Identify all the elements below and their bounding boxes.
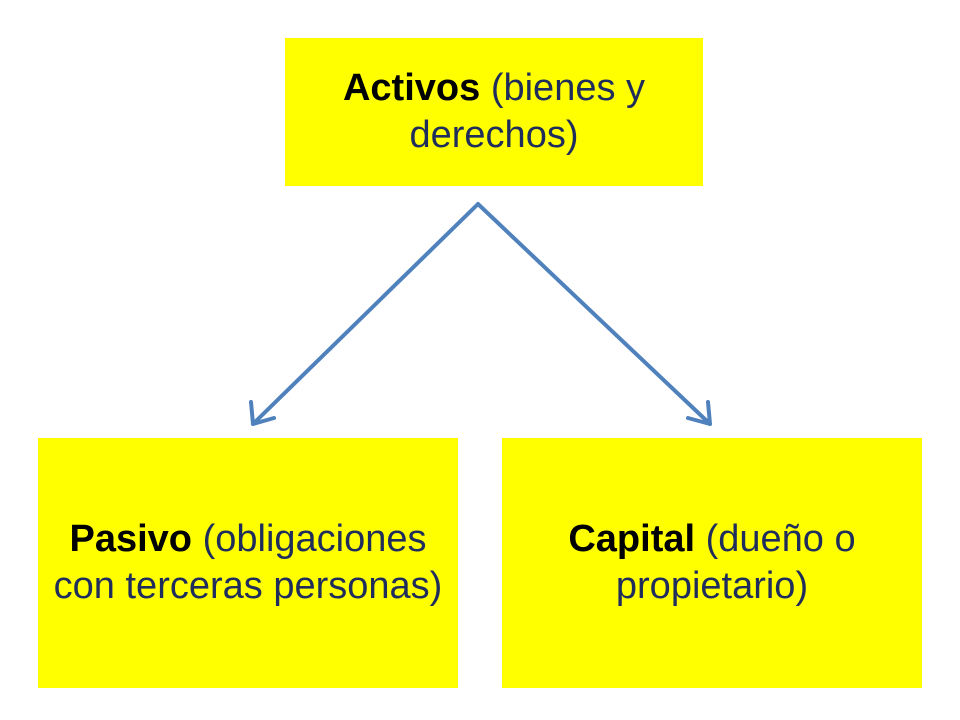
capital-title: Capital [568, 517, 696, 560]
capital-box: Capital (dueño o propietario) [502, 438, 922, 688]
activos-description: (bienes y derechos) [409, 66, 646, 157]
arrow-line-left [251, 202, 480, 426]
pasivo-box: Pasivo (obligaciones con terceras person… [38, 438, 458, 688]
arrow-activos-to-pasivo [249, 202, 480, 426]
activos-title: Activos [342, 66, 481, 109]
activos-box: Activos (bienes y derechos) [285, 38, 703, 186]
pasivo-description: (obligaciones con terceras personas) [53, 517, 443, 608]
pasivo-text: Pasivo (obligaciones con terceras person… [52, 516, 444, 611]
capital-text: Capital (dueño o propietario) [520, 516, 904, 611]
pasivo-title: Pasivo [69, 517, 193, 560]
arrow-head-left [249, 400, 276, 426]
activos-text: Activos (bienes y derechos) [303, 65, 685, 160]
arrow-line-right [476, 202, 712, 426]
arrow-activos-to-capital [476, 202, 712, 426]
capital-description: (dueño o propietario) [615, 517, 856, 608]
arrow-head-right [686, 400, 712, 426]
